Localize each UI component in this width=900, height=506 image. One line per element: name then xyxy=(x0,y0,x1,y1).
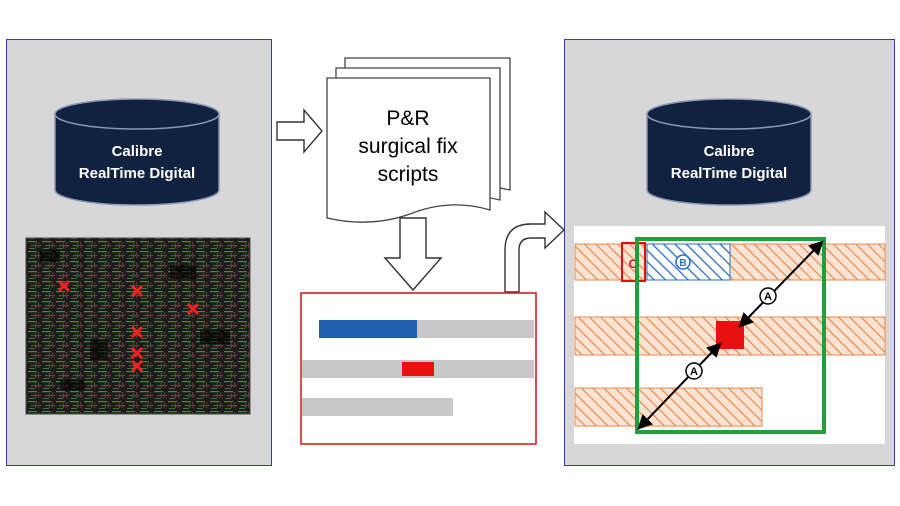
diagonal-dimension-arrow xyxy=(637,240,824,430)
doc-line3: scripts xyxy=(378,163,439,186)
left-db-label-line1: Calibre xyxy=(112,143,163,160)
error-marker xyxy=(130,346,144,360)
b-marker-label: B xyxy=(679,258,686,269)
c-marker-box xyxy=(621,242,646,282)
hatched-shape xyxy=(574,387,763,427)
doc-line2: surgical fix xyxy=(358,135,458,158)
green-fix-window xyxy=(635,237,826,434)
blue-hatched-shape xyxy=(646,243,731,281)
error-marker xyxy=(57,279,71,293)
error-marker xyxy=(130,325,144,339)
error-markers xyxy=(57,279,200,373)
layout-thumbnail xyxy=(25,237,251,415)
right-database-icon: Calibre RealTime Digital xyxy=(646,98,812,206)
error-marker xyxy=(130,359,144,373)
left-database-icon: Calibre RealTime Digital xyxy=(54,98,220,206)
error-marker xyxy=(186,302,200,316)
left-db-label-line2: RealTime Digital xyxy=(79,165,195,182)
routing-track xyxy=(302,398,453,416)
error-marker xyxy=(130,284,144,298)
bent-arrow-icon xyxy=(504,210,566,293)
c-marker-label: C xyxy=(629,257,638,271)
red-wire-segment xyxy=(402,362,434,376)
fix-diagram: C B A A xyxy=(574,226,886,444)
a-marker-label-2: A xyxy=(690,366,698,378)
right-arrow-icon xyxy=(276,108,323,154)
right-db-label-line2: RealTime Digital xyxy=(671,165,787,182)
routing-tracks-box xyxy=(300,292,537,445)
down-arrow-icon xyxy=(383,217,443,292)
right-db-label-line1: Calibre xyxy=(704,143,755,160)
doc-line1: P&R xyxy=(386,107,429,130)
blue-wire xyxy=(319,320,417,338)
scripts-document-icon: P&R surgical fix scripts xyxy=(326,57,511,223)
a-marker-label-1: A xyxy=(764,291,772,303)
